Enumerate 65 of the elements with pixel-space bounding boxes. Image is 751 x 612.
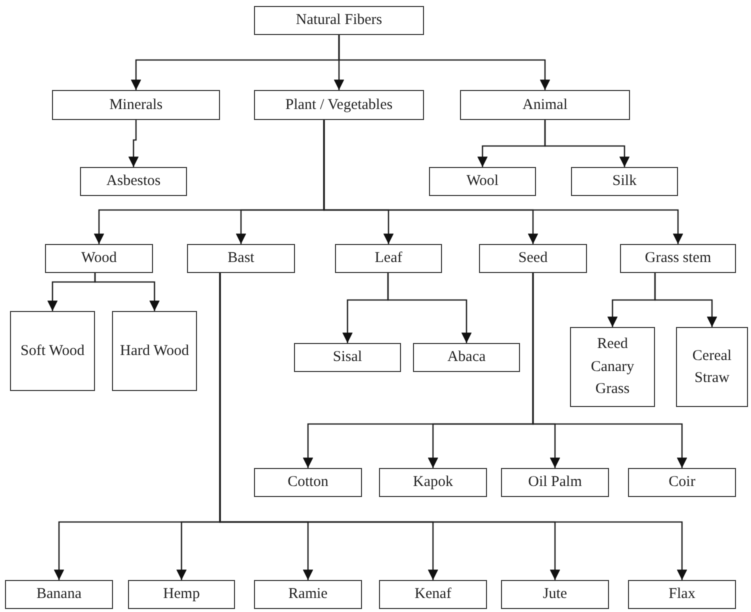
node-label: Natural Fibers: [296, 11, 382, 30]
category-box: [45, 244, 153, 273]
category-box: [460, 90, 630, 120]
category-box: [128, 580, 235, 609]
category-box: [501, 580, 609, 609]
node-label: Leaf: [374, 249, 402, 268]
category-box: [628, 580, 736, 609]
node-label: Reed Canary Grass: [590, 335, 636, 400]
connector-arrow: [387, 273, 472, 343]
node-label: Hemp: [163, 585, 200, 604]
category-box: [570, 327, 655, 407]
node-label: Ramie: [288, 585, 328, 604]
category-box: [254, 580, 362, 609]
connector-arrow: [654, 273, 718, 327]
node-label: Minerals: [109, 96, 163, 115]
node-label: Sisal: [332, 348, 362, 368]
category-box: [413, 343, 520, 372]
connector-arrow: [323, 120, 684, 244]
node-label: Flax: [668, 585, 696, 604]
node-label: Bast: [228, 249, 254, 268]
node-label: Oil Palm: [528, 473, 582, 492]
category-box: [294, 343, 401, 372]
category-box: [379, 468, 487, 497]
node-label: Jute: [542, 585, 568, 604]
category-box: [52, 90, 220, 120]
category-box: [379, 580, 487, 609]
node-label: Cereal Straw: [691, 346, 733, 388]
category-box: [429, 167, 536, 196]
node-label: Animal: [522, 96, 568, 115]
category-box: [254, 90, 424, 120]
connector-arrow: [94, 273, 160, 311]
node-label: Seed: [518, 249, 548, 268]
node-label: Silk: [612, 172, 637, 192]
category-box: [571, 167, 678, 196]
node-label: Plant / Vegetables: [285, 96, 393, 115]
node-label: Abaca: [447, 348, 486, 368]
category-box: [628, 468, 736, 497]
connector-arrow: [219, 273, 688, 580]
node-label: Cotton: [288, 473, 328, 492]
category-box: [335, 244, 442, 273]
node-label: Soft Wood: [20, 342, 84, 361]
node-label: Asbestos: [106, 172, 161, 192]
node-label: Coir: [668, 473, 696, 492]
node-label: Wool: [466, 172, 499, 192]
connector-arrow: [338, 35, 550, 90]
category-box: [187, 244, 295, 273]
node-label: Hard Wood: [120, 342, 189, 361]
node-label: Kenaf: [414, 585, 452, 604]
category-box: [254, 6, 424, 35]
category-box: [5, 580, 113, 609]
connector-arrow: [128, 120, 139, 167]
category-box: [254, 468, 362, 497]
category-box: [10, 311, 95, 391]
category-box: [479, 244, 587, 273]
node-label: Banana: [36, 585, 82, 604]
category-box: [620, 244, 736, 273]
connector-arrow: [532, 273, 688, 468]
category-box: [80, 167, 187, 196]
connector-arrow: [544, 120, 630, 167]
node-label: Wood: [81, 249, 117, 268]
node-label: Kapok: [413, 473, 453, 492]
category-box: [112, 311, 197, 391]
category-box: [676, 327, 748, 407]
category-box: [501, 468, 609, 497]
node-label: Grass stem: [644, 249, 712, 268]
